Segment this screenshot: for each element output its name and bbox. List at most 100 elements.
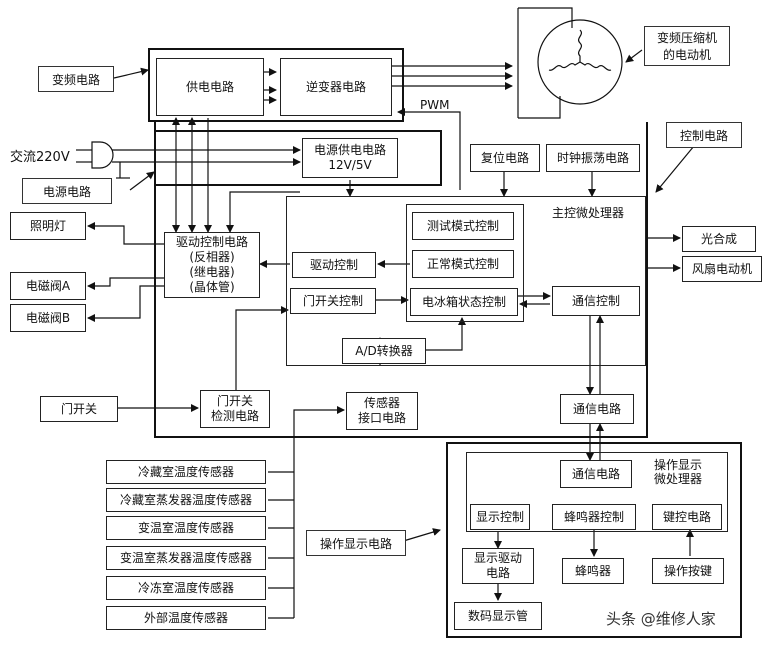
supply-circuit: 供电电路 <box>156 58 264 116</box>
comm-circuit: 通信电路 <box>560 394 634 424</box>
main-mcu-label: 主控微处理器 <box>552 206 625 220</box>
door-control: 门开关控制 <box>290 288 376 314</box>
callout-motor: 变频压缩机 的电动机 <box>644 26 730 66</box>
driver-label-2: (反相器) <box>189 250 235 264</box>
callout-control-circuit: 控制电路 <box>666 122 742 148</box>
display-mcu-label-2: 微处理器 <box>654 472 703 487</box>
control-circuit-frame <box>154 122 648 438</box>
buzzer-control: 蜂鸣器控制 <box>552 504 636 530</box>
sensor-5-label: 冷冻室温度传感器 <box>137 580 234 595</box>
sensor-2-label: 冷藏室蒸发器温度传感器 <box>119 492 252 507</box>
psu-label-1: 电源供电电路 <box>313 143 386 157</box>
display-comm-circuit: 通信电路 <box>560 460 632 488</box>
inverter-label: 逆变器电路 <box>305 79 366 94</box>
reset-label: 复位电路 <box>480 150 529 165</box>
display-mcu-label: 操作显示 微处理器 <box>654 458 702 487</box>
display-drive-label-2: 电路 <box>485 566 510 580</box>
led-display: 数码显示管 <box>454 602 542 630</box>
callout-motor-label-2: 的电动机 <box>662 48 711 62</box>
fan-motor-output: 风扇电动机 <box>682 256 762 282</box>
normal-mode-label: 正常模式控制 <box>426 256 499 271</box>
ac-input-label: 交流220V <box>10 150 70 165</box>
valve-b-load: 电磁阀B <box>10 304 86 332</box>
light-load: 照明灯 <box>10 212 86 240</box>
comm-control-label: 通信控制 <box>571 293 620 308</box>
main-mcu-frame <box>286 196 646 366</box>
display-mcu-frame <box>466 452 728 532</box>
adc: A/D转换器 <box>342 338 426 364</box>
callout-power-circuit: 电源电路 <box>22 178 112 204</box>
test-mode-label: 测试模式控制 <box>426 218 499 233</box>
valve-a-load: 电磁阀A <box>10 272 86 300</box>
sensor-interface: 传感器 接口电路 <box>346 392 418 430</box>
sensor-6: 外部温度传感器 <box>106 606 266 630</box>
reset-circuit: 复位电路 <box>470 144 540 172</box>
display-drive-label-1: 显示驱动 <box>473 551 522 565</box>
door-switch-label: 门开关 <box>60 401 97 416</box>
watermark: 头条 @维修人家 <box>606 610 716 628</box>
door-detect-label-2: 检测电路 <box>210 409 259 423</box>
door-detect-label-1: 门开关 <box>216 394 253 408</box>
sensor-3: 变温室温度传感器 <box>106 516 266 540</box>
state-control-label: 电冰箱状态控制 <box>421 294 506 309</box>
display-control-label: 显示控制 <box>475 509 524 524</box>
sensor-6-label: 外部温度传感器 <box>143 610 228 625</box>
clock-circuit: 时钟振荡电路 <box>546 144 640 172</box>
callout-freq-label: 变频电路 <box>51 72 100 87</box>
psu-label-2: 12V/5V <box>328 158 372 172</box>
sensor-5: 冷冻室温度传感器 <box>106 576 266 600</box>
sensor-4: 变温室蒸发器温度传感器 <box>106 546 266 570</box>
state-control: 电冰箱状态控制 <box>410 288 518 316</box>
light-label: 照明灯 <box>29 218 66 233</box>
sensor-if-label-2: 接口电路 <box>357 411 406 425</box>
comm-circuit-label: 通信电路 <box>572 401 621 416</box>
motor-lead-1 <box>518 7 573 28</box>
adc-label: A/D转换器 <box>355 343 413 358</box>
sensor-4-label: 变温室蒸发器温度传感器 <box>119 550 252 565</box>
buzzer-label: 蜂鸣器 <box>574 563 611 578</box>
callout-motor-label-1: 变频压缩机 <box>656 31 717 45</box>
buzzer-control-label: 蜂鸣器控制 <box>563 509 624 524</box>
normal-mode-control: 正常模式控制 <box>412 250 514 278</box>
photo-output: 光合成 <box>682 226 756 252</box>
display-drive-circuit: 显示驱动 电路 <box>462 548 534 584</box>
freq-circuit-frame <box>148 48 404 122</box>
supply-label: 供电电路 <box>185 79 234 94</box>
door-detect-circuit: 门开关 检测电路 <box>200 390 270 428</box>
fan-label: 风扇电动机 <box>691 261 752 276</box>
test-mode-control: 测试模式控制 <box>412 212 514 240</box>
sensor-1: 冷藏室温度传感器 <box>106 460 266 484</box>
door-control-label: 门开关控制 <box>302 293 363 308</box>
motor-circle <box>537 19 623 105</box>
callout-power-label: 电源电路 <box>42 184 91 199</box>
sensor-2: 冷藏室蒸发器温度传感器 <box>106 488 266 512</box>
sensor-3-label: 变温室温度传感器 <box>137 520 234 535</box>
driver-circuit: 驱动控制电路 (反相器) (继电器) (晶体管) <box>164 232 260 298</box>
display-circuit-frame <box>446 442 742 638</box>
driver-label-3: (继电器) <box>189 265 235 279</box>
mode-group-frame <box>406 204 524 322</box>
buzzer: 蜂鸣器 <box>562 558 624 584</box>
motor-lead-2b <box>518 96 561 119</box>
pwm-label: PWM <box>420 98 450 112</box>
callout-freq-circuit: 变频电路 <box>38 66 114 92</box>
display-comm-label: 通信电路 <box>571 466 620 481</box>
callout-control-label: 控制电路 <box>679 128 728 143</box>
operation-keys: 操作按键 <box>652 558 724 584</box>
keys-label: 操作按键 <box>663 563 712 578</box>
callout-display-circuit: 操作显示电路 <box>306 530 406 556</box>
door-switch: 门开关 <box>40 396 118 422</box>
driver-label-4: (晶体管) <box>189 280 235 294</box>
drive-control-label: 驱动控制 <box>309 257 358 272</box>
comm-control: 通信控制 <box>552 286 640 316</box>
key-control-label: 键控电路 <box>662 509 711 524</box>
sensor-if-label-1: 传感器 <box>363 396 400 410</box>
key-control: 键控电路 <box>652 504 722 530</box>
display-mcu-label-1: 操作显示 <box>654 458 703 472</box>
inverter-circuit: 逆变器电路 <box>280 58 392 116</box>
led-display-label: 数码显示管 <box>467 608 528 623</box>
psu-circuit: 电源供电电路 12V/5V <box>302 138 398 178</box>
valve-a-label: 电磁阀A <box>25 278 71 293</box>
clock-label: 时钟振荡电路 <box>556 150 629 165</box>
